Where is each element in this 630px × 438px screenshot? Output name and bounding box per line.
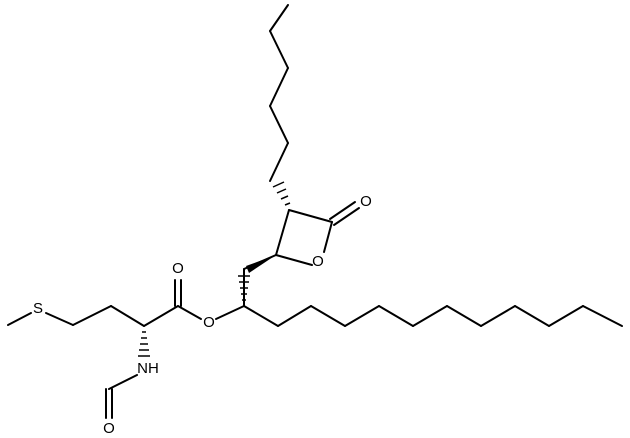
bond-methyl-s: [7, 312, 32, 326]
bond-chain-9: [514, 305, 550, 327]
bond-alpha-carbonyl: [143, 305, 179, 327]
atom-s-label: S: [33, 300, 43, 317]
stereo-bonds: [138, 181, 291, 357]
bond-nh-ch: [108, 374, 138, 390]
bond-ring-c1-c2: [275, 209, 290, 256]
bond-lactone-co-double-1: [329, 201, 356, 220]
bond-chain-1: [243, 305, 279, 327]
bond-chain-2: [277, 305, 312, 327]
atom-nh-label: NH: [137, 360, 159, 377]
bond-carbonyl-oester: [177, 305, 202, 320]
atom-o-ester-label: O: [203, 314, 215, 331]
bond-chain-6: [412, 305, 448, 327]
bond-ch2-alpha: [110, 305, 145, 327]
hashed-wedge-alpha-nh: [138, 331, 150, 357]
atom-o-formyl-label: O: [103, 420, 115, 437]
bond-s-ch2: [45, 312, 74, 326]
bond-oester-ch: [215, 305, 245, 320]
bond-ch2-ch2: [72, 305, 112, 326]
atom-o-lactone-carbonyl-label: O: [360, 193, 372, 210]
hashed-wedge-ester-ch: [238, 275, 250, 301]
atom-o-ester-carbonyl-label: O: [172, 260, 184, 277]
bond-chain-10: [548, 305, 584, 327]
bond-chain-7: [446, 305, 482, 327]
atom-labels: S NH O O O O O: [33, 193, 372, 437]
bond-ring-c2-c3: [288, 209, 333, 223]
bond-hexyl-5: [269, 4, 289, 32]
bond-chain-5: [378, 305, 414, 327]
atom-o-ring-label: O: [312, 253, 324, 270]
bond-hexyl-1: [269, 142, 289, 182]
bond-chain-4: [344, 305, 380, 327]
bond-chain-11: [582, 305, 623, 327]
bond-hexyl-3: [269, 67, 289, 107]
bond-hexyl-4: [269, 30, 289, 69]
bond-chain-3: [310, 305, 346, 327]
bond-chain-8: [480, 305, 516, 327]
bonds: [7, 4, 623, 419]
bond-hexyl-2: [269, 105, 289, 144]
hashed-wedge-ring-hexyl: [272, 181, 291, 206]
bond-ring-c3-o: [323, 221, 333, 253]
bond-ring-o-c1: [275, 254, 313, 266]
bold-wedge-ring-linker: [246, 255, 276, 273]
bond-lactone-co-double-2: [333, 207, 360, 226]
